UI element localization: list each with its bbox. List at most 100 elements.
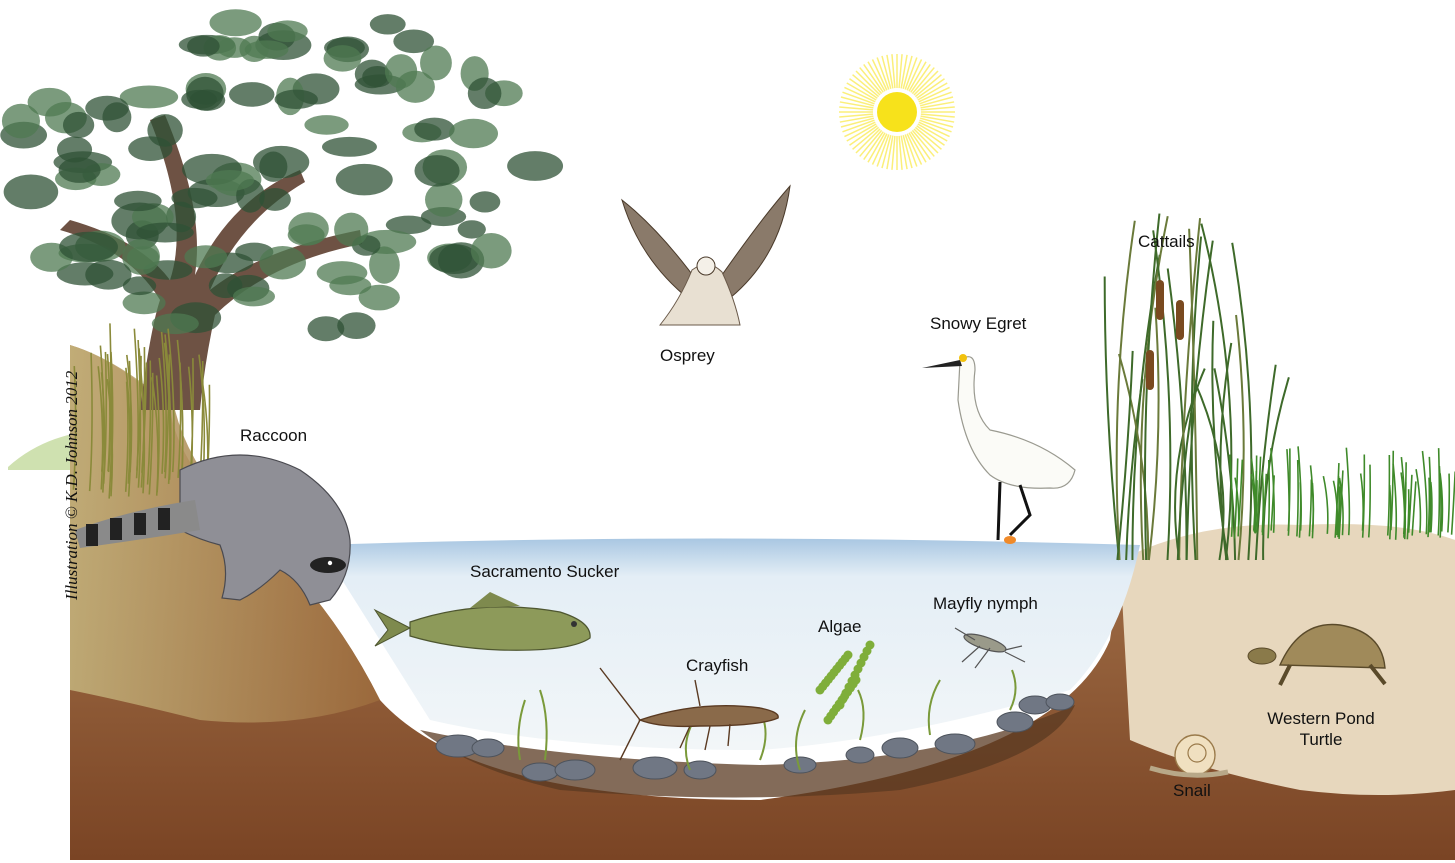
foliage-clump xyxy=(59,157,101,183)
stone xyxy=(882,738,918,758)
fish-eye xyxy=(571,621,577,627)
egret-bill xyxy=(922,360,962,368)
label-raccoon: Raccoon xyxy=(240,426,307,446)
grass-blade xyxy=(1390,485,1391,539)
foliage-clump xyxy=(414,118,454,141)
illustration-credit: Illustration © K.D. Johnson 2012 xyxy=(62,371,82,600)
egret-legs xyxy=(998,482,1030,540)
foliage-clump xyxy=(184,245,227,268)
sun xyxy=(839,54,955,170)
egret-foot xyxy=(1004,536,1016,544)
grass-blade xyxy=(1438,448,1439,535)
stone xyxy=(846,747,874,763)
grass-blade xyxy=(1299,482,1300,537)
foliage-clump xyxy=(449,119,498,149)
foliage-clump xyxy=(210,9,262,36)
foliage-clump xyxy=(267,20,307,42)
reed-leaf xyxy=(1149,308,1159,560)
label-snail: Snail xyxy=(1173,781,1211,801)
grass-blade xyxy=(1391,451,1393,530)
raccoon-eye xyxy=(328,561,332,565)
label-crayfish: Crayfish xyxy=(686,656,748,676)
cattail-head xyxy=(1176,300,1184,340)
foliage-clump xyxy=(2,104,40,139)
foliage-clump xyxy=(336,164,393,196)
foliage-clump xyxy=(334,213,368,247)
foliage-clump xyxy=(152,313,199,334)
foliage-clump xyxy=(359,285,400,311)
grass-blade xyxy=(1452,472,1455,535)
label-cattails: Cattails xyxy=(1138,232,1195,252)
label-western-pond-turtle-line2: Turtle xyxy=(1266,729,1376,750)
foliage-clump xyxy=(420,45,452,80)
foliage-clump xyxy=(59,232,118,262)
foliage-clump xyxy=(233,287,275,307)
foliage-clump xyxy=(507,151,563,181)
foliage-clump xyxy=(425,183,462,217)
stone xyxy=(555,760,595,780)
label-western-pond-turtle: Western Pond Turtle xyxy=(1266,708,1376,750)
foliage-clump xyxy=(304,115,348,135)
reed-leaf xyxy=(1201,224,1231,560)
algae-bead xyxy=(852,676,861,685)
grass-blade xyxy=(1422,451,1426,534)
oak-tree xyxy=(0,9,563,410)
foliage-clump xyxy=(324,45,362,72)
foliage-clump xyxy=(259,152,287,182)
grass-blade xyxy=(1369,465,1370,538)
label-western-pond-turtle-line1: Western Pond xyxy=(1266,708,1376,729)
foliage-clump xyxy=(189,90,225,111)
foliage-clump xyxy=(245,40,289,59)
foliage-clump xyxy=(85,96,129,121)
foliage-clump xyxy=(114,191,162,211)
foliage-clump xyxy=(187,36,220,57)
foliage-clump xyxy=(307,316,344,341)
osprey-head xyxy=(697,257,715,275)
cattail-head xyxy=(1146,350,1154,390)
stone xyxy=(633,757,677,779)
foliage-clump xyxy=(229,82,275,107)
raccoon-mask xyxy=(310,557,346,573)
stone xyxy=(1046,694,1074,710)
grass-blade xyxy=(1407,489,1408,539)
stone xyxy=(522,763,558,781)
grass-blade xyxy=(1412,481,1416,535)
stone xyxy=(997,712,1033,732)
algae-bead xyxy=(866,641,875,650)
foliage-clump xyxy=(206,170,254,191)
turtle-head xyxy=(1248,648,1276,664)
foliage-clump xyxy=(123,292,166,315)
foliage-clump xyxy=(120,86,178,109)
grass-blade xyxy=(1448,474,1449,533)
stone xyxy=(935,734,975,754)
label-osprey: Osprey xyxy=(660,346,715,366)
foliage-clump xyxy=(147,114,182,147)
foliage-clump xyxy=(470,191,501,212)
grass-blade xyxy=(1416,469,1420,533)
foliage-clump xyxy=(471,233,512,268)
stone xyxy=(784,757,816,773)
foliage-clump xyxy=(322,137,377,157)
snail-shell xyxy=(1175,735,1215,775)
reed-leaf xyxy=(1236,315,1244,560)
foliage-clump xyxy=(468,78,502,109)
foliage-clump xyxy=(63,112,94,138)
foliage-clump xyxy=(414,155,459,187)
foliage-clump xyxy=(85,260,131,290)
egret-body xyxy=(958,357,1075,489)
label-snowy-egret: Snowy Egret xyxy=(930,314,1026,334)
reed-leaf xyxy=(1117,221,1135,560)
algae-bead xyxy=(844,651,853,660)
grass-blade xyxy=(1346,448,1349,535)
stone xyxy=(472,739,504,757)
grass-blade xyxy=(1297,460,1298,536)
tree-foliage xyxy=(0,9,563,341)
foliage-clump xyxy=(385,54,417,88)
foliage-clump xyxy=(288,212,329,245)
osprey xyxy=(622,186,790,325)
foliage-clump xyxy=(370,14,406,34)
sun-disc xyxy=(877,92,917,132)
stone xyxy=(1019,696,1051,714)
egret-lore xyxy=(959,354,967,362)
